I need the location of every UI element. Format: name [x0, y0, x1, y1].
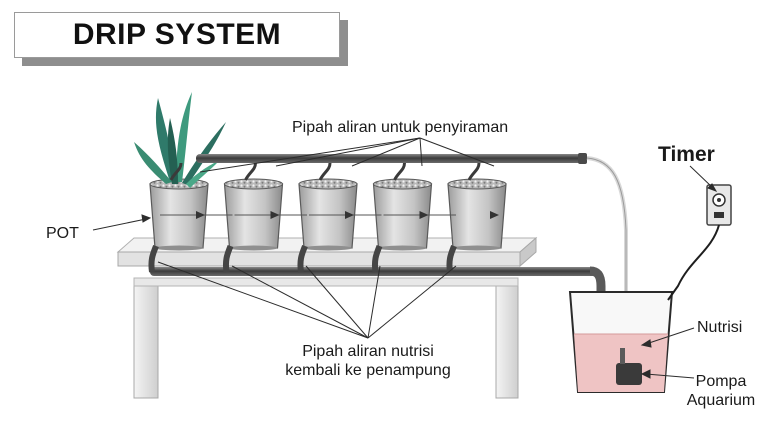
drain-tube [223, 244, 234, 273]
table-leg-left [133, 277, 159, 399]
pot-icon [298, 178, 358, 251]
timer-icon [667, 184, 732, 301]
dripper-tube [169, 162, 183, 181]
dripper-tube [393, 162, 406, 181]
flow-arrowhead [345, 211, 354, 219]
label-irrigation-pipe: Pipah aliran untuk penyiraman [292, 119, 509, 136]
flow-arrowhead [490, 211, 499, 219]
label-pump-line2: Aquarium [686, 392, 756, 409]
title-box: DRIP SYSTEM [14, 12, 340, 58]
pot-icon [223, 178, 284, 251]
pot-icon [372, 178, 433, 251]
return-pipe [150, 266, 606, 330]
label-return-pipe-line2: kembali ke penampung [285, 362, 451, 379]
dripper-tube [467, 162, 481, 181]
irrigation-pipe [196, 153, 628, 340]
drain-tube [148, 244, 159, 273]
drain-tube [372, 244, 383, 273]
label-return-pipe: Pipah aliran nutrisi kembali ke penampun… [268, 342, 468, 380]
drains-group [148, 244, 457, 273]
label-return-pipe-line1: Pipah aliran nutrisi [302, 343, 434, 360]
nutrient-container [568, 291, 674, 393]
flow-arrows [160, 211, 499, 219]
drippers-group [169, 162, 481, 181]
flow-arrowhead [196, 211, 205, 219]
flow-arrowhead [419, 211, 429, 219]
pump-icon [616, 363, 642, 385]
pot-icon [447, 178, 507, 251]
drain-tube [446, 244, 457, 273]
pots-group [149, 178, 507, 251]
label-nutrient: Nutrisi [697, 319, 743, 336]
label-pump-line1: Pompa [695, 373, 747, 390]
label-timer: Timer [658, 143, 715, 166]
plant-icon [134, 92, 226, 188]
table [116, 236, 538, 399]
dripper-tube [318, 162, 332, 181]
label-pot: POT [46, 225, 79, 242]
diagram-title: DRIP SYSTEM [72, 18, 282, 51]
label-pump: Pompa Aquarium [678, 372, 764, 410]
flow-arrowhead [270, 211, 280, 219]
table-leg-right [495, 277, 519, 399]
drain-tube [297, 244, 308, 273]
dripper-tube [244, 162, 257, 181]
pointer-lines [92, 137, 718, 379]
